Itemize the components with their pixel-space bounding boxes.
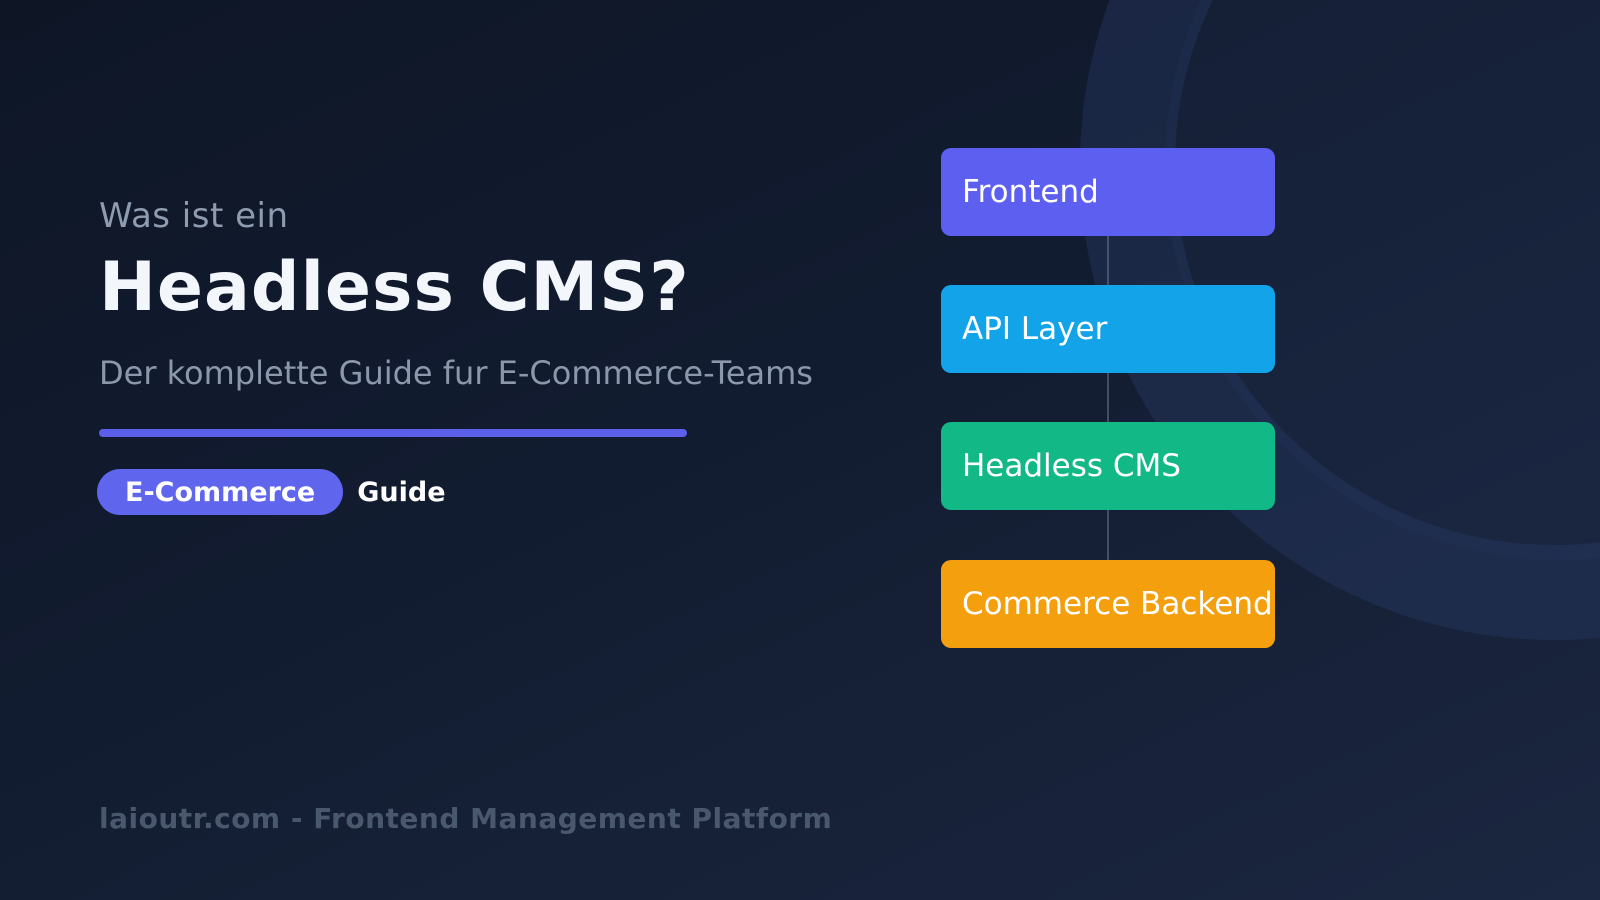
- badge-suffix-label: Guide: [357, 476, 446, 508]
- layer-card-commerce-backend: Commerce Backend: [941, 560, 1275, 648]
- stack-connector-line: [1107, 148, 1109, 648]
- accent-underline-bar: [99, 429, 687, 437]
- badge-pill: E-Commerce: [97, 469, 344, 515]
- page-title: Headless CMS?: [99, 248, 690, 327]
- layer-card-headless-cms: Headless CMS: [941, 422, 1275, 510]
- kicker-text: Was ist ein: [99, 196, 289, 236]
- subtitle-text: Der komplette Guide fur E-Commerce-Teams: [99, 354, 813, 392]
- architecture-stack-diagram: Frontend API Layer Headless CMS Commerce…: [941, 148, 1275, 648]
- layer-card-frontend: Frontend: [941, 148, 1275, 236]
- footer-brand-text: laioutr.com - Frontend Management Platfo…: [99, 802, 833, 835]
- badge-row: E-Commerce Guide: [97, 469, 446, 515]
- layer-card-api-layer: API Layer: [941, 285, 1275, 373]
